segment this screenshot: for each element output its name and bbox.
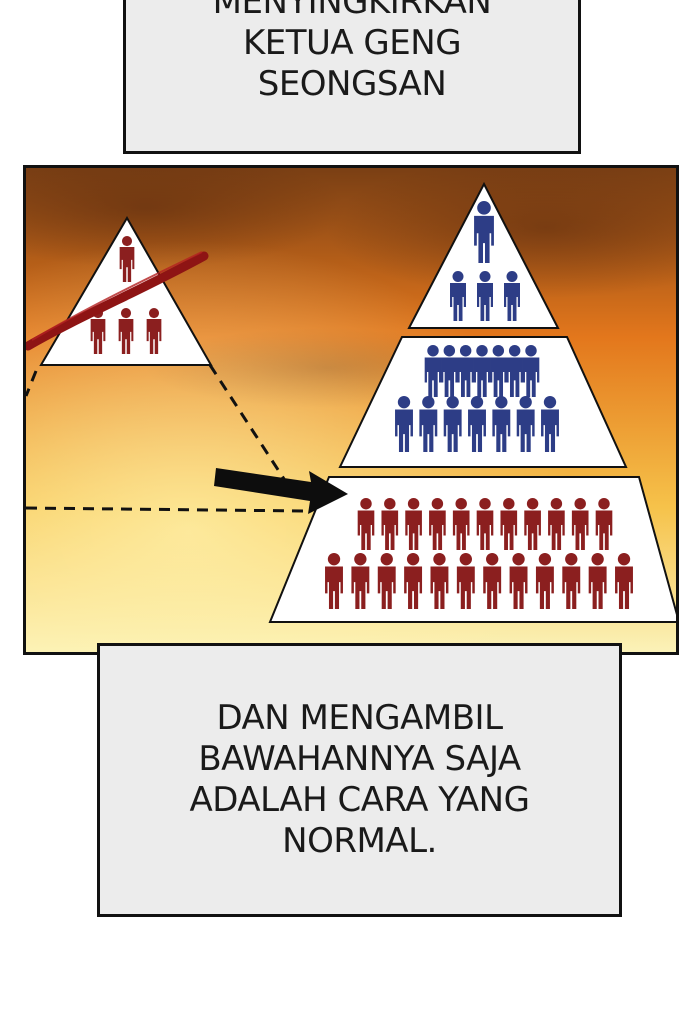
person-icon (524, 498, 541, 550)
person-icon (450, 271, 466, 321)
person-icon (474, 201, 494, 263)
panel-illustration (26, 168, 676, 652)
comic-panel (23, 165, 679, 655)
person-icon (441, 345, 458, 397)
person-icon (509, 553, 528, 609)
person-icon (351, 553, 370, 609)
person-icon (483, 553, 502, 609)
person-icon (357, 498, 375, 550)
person-icon (522, 345, 540, 397)
person-icon (429, 498, 446, 550)
caption-box-top: MENYINGKIRKAN KETUA GENG SEONGSAN (123, 0, 581, 154)
person-icon (325, 553, 343, 609)
caption-bottom-line-1: DAN MENGAMBIL (216, 698, 503, 738)
strike-through-slash (26, 251, 209, 351)
large-pyramid-figures (325, 201, 633, 609)
person-icon (490, 345, 507, 397)
person-icon (476, 498, 494, 550)
caption-bottom-line-4: NORMAL. (282, 821, 437, 861)
person-icon (405, 498, 422, 550)
person-icon (404, 553, 423, 609)
person-icon (571, 498, 589, 550)
person-icon (381, 498, 399, 550)
person-icon (146, 308, 162, 354)
person-icon (562, 553, 581, 609)
arrow-icon (214, 468, 348, 514)
person-icon (377, 553, 396, 609)
caption-top-line-3: SEONGSAN (257, 64, 447, 104)
caption-top-line-1: MENYINGKIRKAN (212, 0, 492, 22)
strike-through-slash-highlight (31, 251, 203, 341)
caption-bottom-line-3: ADALAH CARA YANG (189, 780, 530, 820)
person-icon (615, 553, 633, 609)
small-pyramid-figures (90, 236, 162, 354)
person-icon (452, 498, 470, 550)
person-icon (119, 236, 135, 282)
person-icon (588, 553, 607, 609)
person-icon (535, 553, 554, 609)
dashed-guide-line (26, 370, 38, 397)
caption-top-line-2: KETUA GENG (242, 23, 462, 63)
person-icon (548, 498, 565, 550)
person-icon (492, 396, 511, 452)
person-icon (516, 396, 535, 452)
person-icon (419, 396, 438, 452)
person-icon (430, 553, 449, 609)
person-icon (473, 345, 491, 397)
person-icon (457, 345, 474, 397)
pyramid-tier-1 (407, 181, 560, 329)
person-icon (424, 345, 442, 397)
person-icon (468, 396, 486, 452)
person-icon (500, 498, 518, 550)
person-icon (541, 396, 559, 452)
person-icon (443, 396, 462, 452)
caption-box-bottom: DAN MENGAMBIL BAWAHANNYA SAJA ADALAH CAR… (97, 643, 622, 917)
dashed-guide-line (208, 364, 286, 480)
person-icon (118, 308, 134, 354)
person-icon (456, 553, 475, 609)
person-icon (506, 345, 523, 397)
caption-bottom-line-2: BAWAHANNYA SAJA (198, 739, 521, 779)
person-icon (504, 271, 520, 321)
person-icon (395, 396, 413, 452)
person-icon (595, 498, 613, 550)
dashed-guide-line (26, 506, 307, 513)
person-icon (477, 271, 493, 321)
